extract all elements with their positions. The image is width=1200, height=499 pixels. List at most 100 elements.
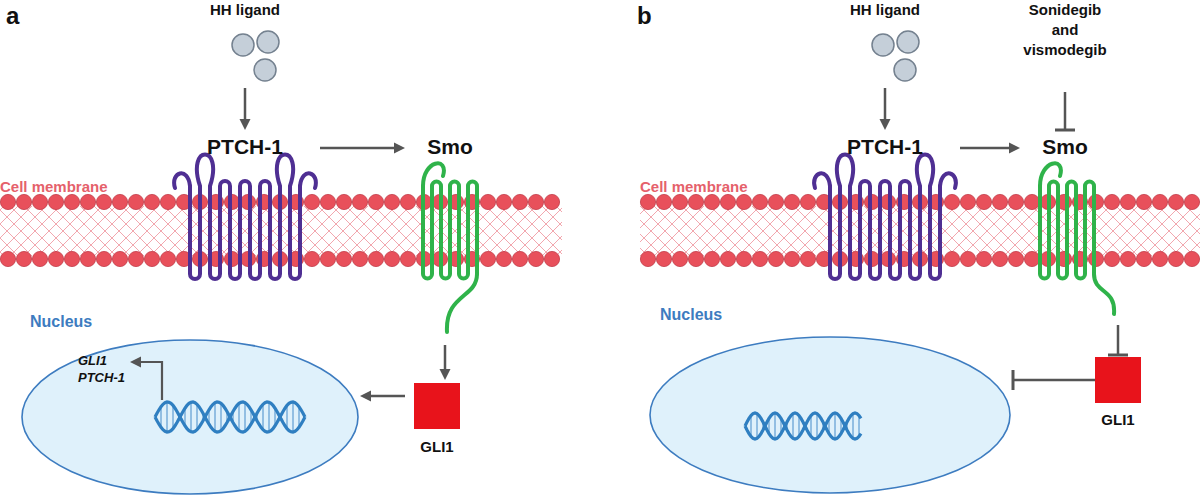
connector-line bbox=[1013, 379, 1095, 382]
lipid-head bbox=[32, 194, 47, 209]
arrow-head bbox=[1009, 143, 1020, 154]
lipid-head bbox=[656, 251, 671, 266]
lipid-head bbox=[720, 251, 735, 266]
lipid-head bbox=[16, 251, 31, 266]
lipid-head bbox=[784, 251, 799, 266]
lipid-head bbox=[1104, 251, 1119, 266]
smo-receptor bbox=[1040, 182, 1094, 279]
lipid-head bbox=[960, 251, 975, 266]
lipid-head bbox=[672, 194, 687, 209]
lipid-head bbox=[64, 251, 79, 266]
connector-line bbox=[1117, 325, 1120, 355]
lipid-head bbox=[496, 251, 511, 266]
lipid-head bbox=[1136, 251, 1151, 266]
ligand-molecule bbox=[257, 31, 279, 53]
nucleus-membrane bbox=[22, 340, 358, 494]
lipid-head bbox=[768, 251, 783, 266]
lipid-head bbox=[752, 194, 767, 209]
lipid-head bbox=[736, 194, 751, 209]
ptch-receptor-tail bbox=[814, 173, 956, 188]
protein-node: Smo bbox=[405, 130, 495, 345]
arrow-head bbox=[394, 143, 405, 154]
lipid-head bbox=[160, 194, 175, 209]
smo-receptor-tail bbox=[1040, 163, 1114, 314]
lipid-head bbox=[1168, 194, 1183, 209]
lipid-head bbox=[368, 194, 383, 209]
lipid-head bbox=[1120, 194, 1135, 209]
lipid-head bbox=[1136, 194, 1151, 209]
lipid-head bbox=[384, 194, 399, 209]
lipid-head bbox=[16, 194, 31, 209]
receptor-label: PTCH-1 bbox=[810, 134, 960, 160]
lipid-head bbox=[800, 194, 815, 209]
receptor-label: PTCH-1 bbox=[170, 134, 320, 160]
lipid-head bbox=[336, 251, 351, 266]
lipid-head bbox=[784, 194, 799, 209]
smo-receptor-tail bbox=[423, 163, 477, 332]
lipid-head bbox=[400, 194, 415, 209]
lipid-head bbox=[320, 194, 335, 209]
lipid-head bbox=[112, 251, 127, 266]
membrane-label: Cell membrane bbox=[0, 178, 108, 196]
lipid-head bbox=[704, 194, 719, 209]
ligand-cluster: HH ligand bbox=[830, 0, 940, 88]
connector-line bbox=[444, 345, 447, 370]
connector-line bbox=[960, 147, 1010, 150]
lipid-head bbox=[496, 194, 511, 209]
connector-line bbox=[320, 147, 395, 150]
target-genes: GLI1 PTCH-1 bbox=[78, 352, 134, 386]
lipid-head bbox=[0, 194, 15, 209]
ptch-receptor bbox=[190, 155, 300, 280]
lipid-head bbox=[1008, 251, 1023, 266]
panel-letter: b bbox=[637, 2, 652, 30]
nucleus-ellipse: Nucleus bbox=[648, 305, 1013, 495]
arrow-head bbox=[440, 369, 451, 380]
lipid-head bbox=[368, 251, 383, 266]
lipid-head bbox=[528, 194, 543, 209]
ligand-molecule bbox=[872, 34, 894, 56]
lipid-head bbox=[1024, 194, 1039, 209]
activation-arrow bbox=[960, 143, 1020, 154]
transcription-arrow bbox=[140, 362, 162, 400]
membrane-label: Cell membrane bbox=[640, 178, 748, 196]
lipid-head bbox=[640, 251, 655, 266]
lipid-head bbox=[112, 194, 127, 209]
activation-arrow bbox=[360, 391, 405, 402]
panel-letter: a bbox=[6, 2, 19, 30]
lipid-head bbox=[144, 251, 159, 266]
lipid-head bbox=[1184, 194, 1199, 209]
lipid-head bbox=[400, 251, 415, 266]
ptch-receptor-tail bbox=[174, 173, 316, 188]
inhibition-connector bbox=[1055, 92, 1075, 130]
lipid-head bbox=[304, 194, 319, 209]
lipid-head bbox=[336, 194, 351, 209]
inhibition-connector bbox=[1108, 325, 1128, 355]
arrow-head bbox=[880, 119, 891, 130]
activation-arrow bbox=[880, 88, 891, 130]
arrow-head bbox=[360, 391, 371, 402]
connector-line bbox=[1064, 92, 1067, 130]
receptor-label: Smo bbox=[405, 134, 495, 160]
lipid-head bbox=[528, 251, 543, 266]
dna-strand bbox=[745, 413, 861, 439]
nucleus-membrane bbox=[650, 337, 1010, 493]
lipid-head bbox=[1008, 194, 1023, 209]
gli-square bbox=[1095, 357, 1141, 403]
receptor-label: Smo bbox=[1020, 134, 1110, 160]
lipid-head bbox=[48, 251, 63, 266]
lipid-head bbox=[944, 194, 959, 209]
activation-arrow bbox=[240, 88, 251, 130]
protein-node: Smo bbox=[1020, 130, 1125, 325]
lipid-head bbox=[80, 194, 95, 209]
lipid-head bbox=[320, 251, 335, 266]
lipid-head bbox=[480, 194, 495, 209]
nucleus-label: Nucleus bbox=[660, 305, 780, 325]
connector-line bbox=[884, 88, 887, 120]
protein-node: PTCH-1 bbox=[170, 130, 320, 166]
lipid-head bbox=[1120, 251, 1135, 266]
lipid-head bbox=[544, 194, 559, 209]
lipid-head bbox=[992, 251, 1007, 266]
